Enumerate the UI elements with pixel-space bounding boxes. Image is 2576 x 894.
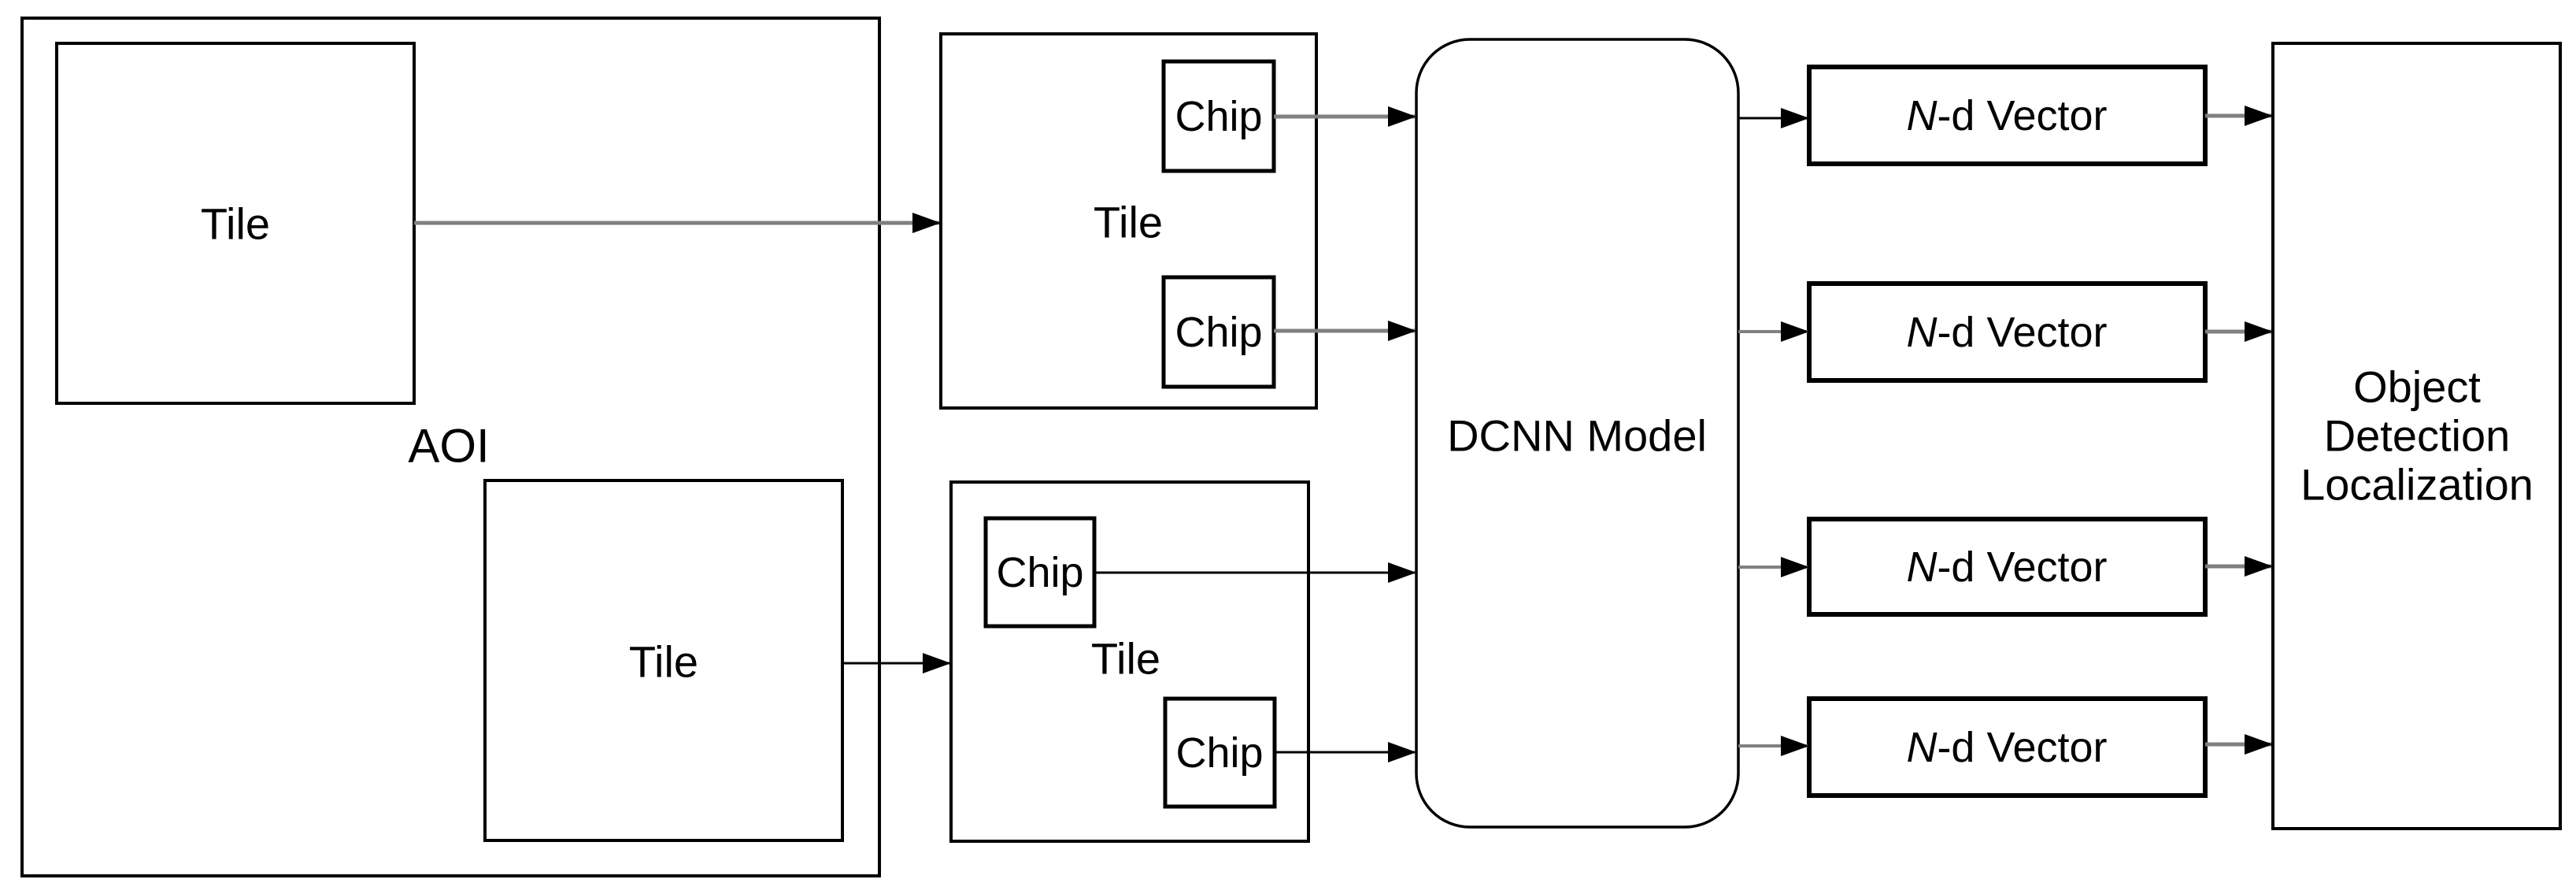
vector-4-box (1807, 696, 2208, 798)
aoi-tile-1-box (55, 42, 416, 405)
vector-1-label: N-d Vector (1906, 92, 2107, 139)
dcnn-model-label: DCNN Model (1447, 411, 1707, 461)
tile-view-1-chip-2-label: Chip (1175, 309, 1262, 356)
object-detection-label-line3: Localization (2300, 460, 2533, 510)
vector-2-box (1807, 281, 2208, 383)
vector-3-box (1807, 517, 2208, 617)
tile-view-1-chip-1-box (1161, 59, 1276, 173)
tile-view-1-chip-2-box (1161, 275, 1276, 389)
tile-view-2-label: Tile (1091, 634, 1160, 684)
vector-3-label: N-d Vector (1906, 543, 2107, 591)
vector-4-label: N-d Vector (1906, 724, 2107, 771)
tile-view-1-label: Tile (1094, 198, 1163, 247)
tile-view-2-chip-2-label: Chip (1175, 729, 1263, 777)
tile-view-1-chip-1-label: Chip (1175, 93, 1262, 140)
aoi-label: AOI (408, 420, 489, 473)
vector-2-label: N-d Vector (1906, 309, 2107, 356)
aoi-tile-2-box (483, 479, 844, 842)
tile-view-2-chip-2-box (1163, 696, 1277, 809)
tile-view-2-chip-1-box (983, 516, 1097, 629)
object-detection-label-line1: Object (2353, 362, 2481, 412)
object-detection-box (2271, 42, 2562, 830)
aoi-tile-1-label: Tile (201, 199, 270, 249)
tile-view-2-chip-1-label: Chip (996, 549, 1083, 596)
dcnn-model-box (1415, 38, 1740, 829)
vector-1-box (1807, 65, 2208, 166)
aoi-tile-2-label: Tile (629, 637, 698, 687)
object-detection-label-line2: Detection (2324, 411, 2511, 461)
